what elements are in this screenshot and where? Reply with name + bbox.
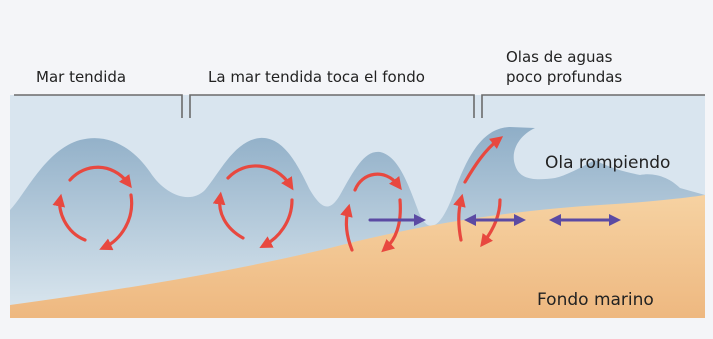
label-mar-toca-fondo: La mar tendida toca el fondo xyxy=(208,68,425,86)
circular-orbit-arrow-icon xyxy=(340,203,354,252)
circular-orbit-arrow-icon xyxy=(68,165,132,189)
label-fondo-marino: Fondo marino xyxy=(537,290,654,310)
label-aguas-line1: Olas de aguas xyxy=(506,48,613,66)
sea-floor xyxy=(10,195,705,318)
orbit-arrow-group-2 xyxy=(212,164,294,249)
label-ola-rompiendo: Ola rompiendo xyxy=(545,153,670,173)
orbit-arrow-group-3 xyxy=(340,172,402,253)
label-mar-tendida: Mar tendida xyxy=(36,68,126,86)
circular-orbit-arrow-icon xyxy=(212,191,245,240)
orbit-arrow-group-1 xyxy=(52,165,134,251)
bracket-aguas-profundas xyxy=(481,94,705,118)
circular-orbit-arrow-icon xyxy=(453,193,466,242)
circular-orbit-arrow-icon xyxy=(353,172,402,192)
label-aguas-line2: poco profundas xyxy=(506,68,622,86)
circular-orbit-arrow-icon xyxy=(259,198,294,249)
circular-orbit-arrow-icon xyxy=(463,136,504,184)
circular-orbit-arrow-icon xyxy=(381,198,402,253)
circular-orbit-arrow-icon xyxy=(99,193,134,251)
bracket-toca-fondo xyxy=(189,94,475,118)
circular-orbit-arrow-icon xyxy=(52,193,87,242)
circular-orbit-arrow-icon xyxy=(226,164,294,191)
bracket-mar-tendida xyxy=(14,94,183,118)
